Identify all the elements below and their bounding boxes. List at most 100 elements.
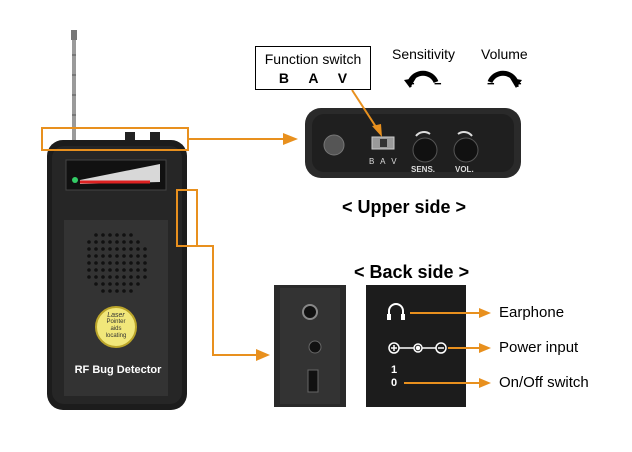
speaker-hole	[87, 275, 91, 279]
speaker-hole	[136, 268, 140, 272]
function-switch-letters: B A V	[278, 70, 356, 86]
speaker-hole	[143, 247, 147, 251]
speaker-hole	[94, 261, 98, 265]
legend-power-input: Power input	[499, 339, 579, 356]
speaker-hole	[115, 261, 119, 265]
speaker-hole	[108, 254, 112, 258]
arrow-to-back-side	[256, 349, 270, 361]
speaker-hole	[115, 282, 119, 286]
speaker-hole	[122, 261, 126, 265]
speaker-hole	[101, 275, 105, 279]
panel-sens-text: SENS.	[411, 165, 436, 174]
speaker-hole	[129, 247, 133, 251]
speaker-hole	[122, 233, 126, 237]
speaker-hole	[129, 282, 133, 286]
volume-knob	[453, 137, 479, 163]
speaker-hole	[129, 240, 133, 244]
speaker-hole	[94, 240, 98, 244]
badge-line: aids	[110, 326, 122, 332]
laser-badge	[95, 306, 137, 348]
speaker-hole	[101, 289, 105, 293]
speaker-hole	[87, 247, 91, 251]
device-name: RF Bug Detector	[74, 364, 162, 376]
speaker-hole	[136, 275, 140, 279]
speaker-hole	[94, 233, 98, 237]
onoff-slider	[307, 369, 319, 393]
speaker-hole	[94, 247, 98, 251]
speaker-hole	[143, 275, 147, 279]
power-jack	[308, 340, 322, 354]
speaker-hole	[115, 233, 119, 237]
arrow-onoff-switch	[479, 378, 491, 388]
speaker-hole	[108, 275, 112, 279]
speaker-hole	[115, 268, 119, 272]
speaker-hole	[101, 261, 105, 265]
switch-mark-off: 0	[391, 377, 398, 389]
speaker-hole	[115, 275, 119, 279]
legend-onoff-switch: On/Off switch	[499, 374, 589, 391]
power-polarity-icon	[388, 342, 447, 354]
function-switch-title: Function switch	[264, 51, 362, 67]
speaker-hole	[94, 268, 98, 272]
panel-vol-text: VOL.	[455, 165, 474, 174]
speaker-hole	[122, 240, 126, 244]
switch-mark-on: 1	[391, 364, 398, 376]
speaker-hole	[101, 247, 105, 251]
speaker-hole	[122, 247, 126, 251]
speaker-hole	[129, 254, 133, 258]
sens-minus-sign: −	[434, 76, 442, 91]
legend-earphone: Earphone	[499, 304, 565, 321]
speaker-hole	[101, 282, 105, 286]
speaker-hole	[101, 233, 105, 237]
speaker-hole	[143, 254, 147, 258]
speaker-hole	[129, 233, 133, 237]
back-side-panel-right	[366, 285, 466, 407]
badge-line: locating	[105, 333, 127, 339]
speaker-hole	[94, 275, 98, 279]
speaker-hole	[129, 289, 133, 293]
volume-label: Volume	[481, 46, 528, 62]
vol-plus-sign: +	[514, 76, 522, 91]
speaker-hole	[136, 247, 140, 251]
panel-switch-letters: B A V	[369, 157, 399, 166]
sensitivity-label: Sensitivity	[392, 46, 456, 62]
speaker-hole	[108, 289, 112, 293]
speaker-hole	[101, 254, 105, 258]
speaker-hole	[115, 247, 119, 251]
speaker-hole	[136, 254, 140, 258]
earphone-icon	[388, 303, 404, 318]
antenna	[71, 30, 77, 140]
upper-side-caption: < Upper side >	[342, 197, 467, 217]
speaker-hole	[129, 261, 133, 265]
speaker-hole	[87, 261, 91, 265]
speaker-hole	[108, 233, 112, 237]
speaker-hole	[136, 240, 140, 244]
speaker-hole	[87, 254, 91, 258]
speaker-hole	[87, 240, 91, 244]
badge-line: Pointer	[106, 319, 126, 325]
arrow-earphone	[479, 308, 491, 318]
speaker-hole	[94, 282, 98, 286]
speaker-hole	[115, 254, 119, 258]
earphone-jack	[302, 304, 318, 320]
speaker-hole	[101, 268, 105, 272]
speaker-hole	[136, 261, 140, 265]
arrow-power-input	[479, 343, 491, 353]
speaker-hole	[94, 254, 98, 258]
speaker-hole	[115, 240, 119, 244]
speaker-hole	[108, 282, 112, 286]
speaker-hole	[108, 268, 112, 272]
speaker-hole	[108, 247, 112, 251]
speaker-hole	[87, 268, 91, 272]
laser-button	[323, 134, 345, 156]
arrow-to-upper-side	[283, 133, 298, 145]
speaker-hole	[108, 261, 112, 265]
speaker-hole	[122, 268, 126, 272]
laser-badge-text: Laser Pointer aids locating	[98, 312, 134, 340]
speaker-hole	[122, 275, 126, 279]
speaker-hole	[143, 268, 147, 272]
speaker-hole	[101, 240, 105, 244]
speaker-hole	[129, 275, 133, 279]
badge-line: Laser	[107, 312, 125, 319]
